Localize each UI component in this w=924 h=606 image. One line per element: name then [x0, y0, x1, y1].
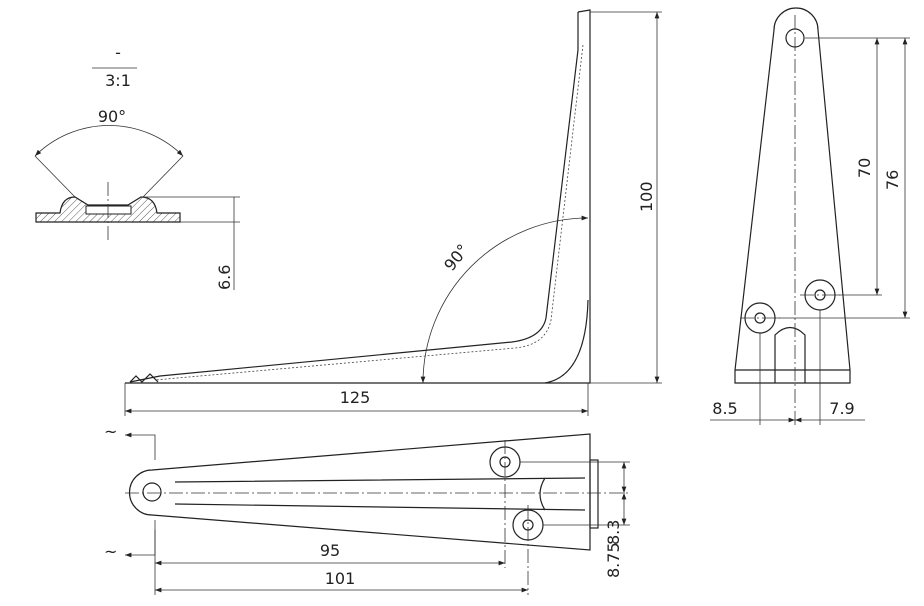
side-angle-label: 90° — [440, 240, 472, 274]
side-view: 90° 100 125 — [124, 9, 662, 416]
side-tip — [129, 373, 159, 383]
side-hidden-line — [154, 44, 584, 381]
detail-angle-arc — [34, 125, 184, 157]
side-angle-arc — [420, 215, 589, 384]
front-dim-left-label: 8.5 — [712, 399, 737, 418]
front-view: 70 76 8.5 7.9 — [710, 7, 910, 425]
detail-view: - 3:1 90° 6.6 — [34, 43, 240, 290]
detail-hole — [85, 205, 132, 215]
side-bend — [544, 299, 589, 384]
section-arrow-bottom — [125, 530, 156, 558]
front-rib — [774, 326, 806, 383]
detail-height-label: 6.6 — [215, 265, 234, 290]
section-mark-bottom: ~ — [104, 542, 117, 561]
plan-view: ~ ~ 95 101 8.75 8.3 — [104, 422, 630, 595]
plan-end-plate — [589, 459, 599, 529]
front-dim-70-label: 70 — [855, 158, 874, 178]
plan-dim-8-75-label: 8.75 — [604, 542, 623, 578]
plan-hole — [142, 482, 162, 502]
plan-dim-101-label: 101 — [325, 569, 356, 588]
plan-rib-lines — [174, 477, 586, 511]
side-length-label: 125 — [340, 388, 371, 407]
plan-dim-95-label: 95 — [320, 541, 340, 560]
detail-angle-label: 90° — [98, 107, 126, 126]
side-height-label: 100 — [637, 181, 656, 212]
section-mark-top: ~ — [104, 422, 117, 441]
side-outer-edge — [125, 9, 591, 384]
detail-marker: - — [115, 43, 121, 62]
plan-outline — [128, 433, 591, 551]
detail-angle-leg — [34, 155, 76, 198]
detail-angle-leg — [142, 155, 184, 198]
plan-rib-end — [539, 477, 546, 511]
detail-scale: 3:1 — [105, 71, 131, 90]
section-arrow-top — [125, 432, 156, 460]
plan-dim-8-3-label: 8.3 — [604, 520, 623, 545]
front-dim-right-label: 7.9 — [829, 399, 854, 418]
front-outline — [734, 7, 851, 384]
front-dim-76-label: 76 — [883, 170, 902, 190]
